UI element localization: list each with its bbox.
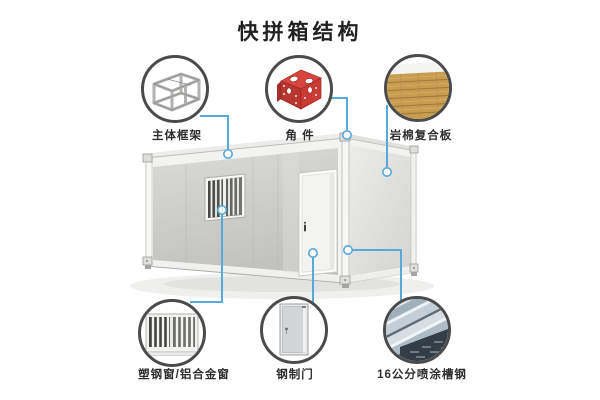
rockwool-panel-icon [387, 61, 449, 119]
page-title: 快拼箱结构 [237, 20, 363, 44]
door-handle [304, 221, 306, 224]
feature-corner-circle [265, 55, 333, 123]
feature-channel-circle [383, 296, 451, 364]
container-right-face [344, 137, 417, 284]
callout-points [217, 130, 392, 259]
container-front-face [145, 137, 346, 284]
feature-door-circle [260, 296, 328, 364]
channel-steel-icon [386, 299, 448, 361]
feature-window-label: 塑钢窗/铝合金窗 [138, 369, 230, 381]
feature-door-label: 钢制门 [276, 369, 314, 381]
ground-shadow [130, 273, 434, 299]
feature-frame-label: 主体框架 [152, 130, 202, 142]
container-corner-posts [145, 137, 417, 284]
window-icon [143, 313, 201, 356]
corner-fitting-icon [277, 69, 322, 110]
feature-corner-label: 角 件 [285, 130, 315, 142]
container-window [204, 173, 246, 222]
feature-rockwool-circle [384, 54, 452, 122]
container-door [298, 168, 338, 277]
door-icon [279, 303, 309, 356]
frame-icon [152, 72, 201, 112]
feature-channel-label: 16公分喷涂槽钢 [377, 369, 467, 381]
feature-frame-circle [141, 55, 209, 123]
container-corner-fittings [142, 132, 419, 288]
door-icon-handle [285, 327, 288, 331]
feature-window-circle [138, 299, 206, 367]
feature-rockwool-label: 岩棉复合板 [389, 130, 453, 142]
